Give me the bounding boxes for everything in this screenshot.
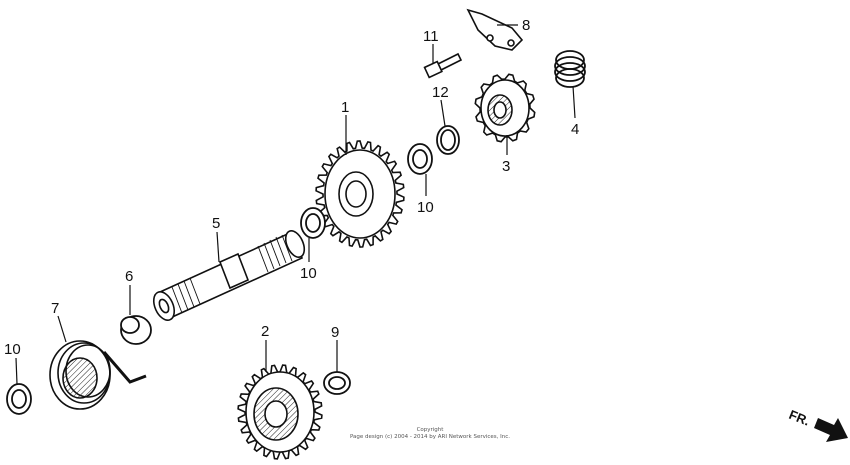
callout-12: 12 <box>432 84 449 101</box>
kick-spring-part-7[interactable] <box>49 340 147 410</box>
copyright-text: Page design (c) 2004 - 2014 by ARI Netwo… <box>349 434 511 440</box>
washer-part-10-upper[interactable] <box>407 143 433 175</box>
callout-5: 5 <box>212 215 220 232</box>
callout-10-middle: 10 <box>300 265 317 282</box>
snap-ring-part-12[interactable] <box>436 125 460 155</box>
spring-part-4[interactable] <box>554 50 586 88</box>
washer-part-10-lower[interactable] <box>6 383 32 415</box>
copyright-title: Copyright <box>416 427 444 433</box>
front-arrow-icon <box>814 418 848 442</box>
ratchet-part-3[interactable] <box>474 73 536 143</box>
copyright-notice: Copyright Page design (c) 2004 - 2014 by… <box>300 427 560 441</box>
leader-lines <box>15 24 576 385</box>
main-shaft-part-5[interactable] <box>150 228 308 323</box>
callout-2: 2 <box>261 323 269 340</box>
gear-part-2[interactable] <box>237 364 323 460</box>
bushing-part-6[interactable] <box>120 315 152 345</box>
callout-7: 7 <box>51 300 59 317</box>
washer-part-10-middle[interactable] <box>300 207 326 239</box>
callout-1: 1 <box>341 99 349 116</box>
callout-labels: 1 2 3 4 5 6 7 8 9 10 10 10 11 12 <box>4 17 579 358</box>
front-direction-indicator: FR. <box>787 407 848 442</box>
washer-part-9[interactable] <box>323 371 351 395</box>
callout-4: 4 <box>571 121 579 138</box>
callout-10-upper: 10 <box>417 199 434 216</box>
callout-11: 11 <box>423 28 439 45</box>
callout-10-lower: 10 <box>4 341 21 358</box>
callout-6: 6 <box>125 268 133 285</box>
bolt-part-11[interactable] <box>423 52 463 79</box>
callout-8: 8 <box>522 17 530 34</box>
front-label: FR. <box>787 407 812 429</box>
callout-3: 3 <box>502 158 510 175</box>
stopper-plate-part-8[interactable] <box>466 8 524 51</box>
gear-part-1[interactable] <box>315 140 405 248</box>
callout-9: 9 <box>331 324 339 341</box>
